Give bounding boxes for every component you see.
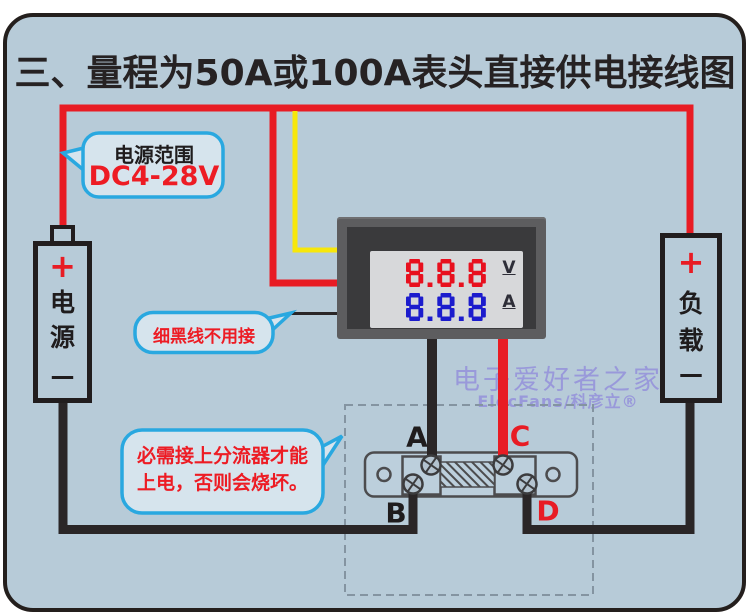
current-seven-segment-readout bbox=[406, 293, 488, 321]
panel-meter: V A bbox=[337, 217, 546, 339]
load-label-char2: 载 bbox=[678, 326, 704, 355]
shunt-resistive-element bbox=[439, 461, 496, 488]
wire-black-load-to-shunt-D bbox=[522, 400, 695, 534]
shunt-mount-hole-left bbox=[376, 466, 392, 483]
callout-shunt-warning-bubble bbox=[120, 428, 344, 515]
shunt-screws bbox=[402, 454, 538, 495]
source-plus-sign: + bbox=[49, 247, 76, 285]
source-label-char2: 源 bbox=[49, 323, 75, 352]
diagram-title: 三、量程为50A或100A表头直接供电接线图 bbox=[14, 53, 736, 94]
power-range-callout-value: DC4-28V bbox=[88, 161, 220, 192]
wire-black-source-to-shunt-B bbox=[58, 400, 418, 534]
watermark-line1: 电子爱好者之家 bbox=[453, 365, 663, 396]
load-label-char1: 负 bbox=[678, 289, 704, 318]
meter-bezel: V A bbox=[347, 227, 536, 329]
load-box: + 负 载 — bbox=[660, 233, 722, 403]
wire-yellow-voltage-sense bbox=[292, 111, 340, 253]
shunt-warning-callout-text: 必需接上分流器才能 上电，否则会烧坏。 bbox=[126, 443, 319, 497]
current-unit-label: A bbox=[502, 292, 516, 312]
callout-power-range-bubble bbox=[59, 131, 225, 199]
shunt-mount-hole-right bbox=[545, 466, 561, 483]
shunt-warning-line1: 必需接上分流器才能 bbox=[136, 445, 308, 467]
power-source-battery: + 电 源 — bbox=[33, 241, 92, 403]
wire-red-positive-bus bbox=[59, 104, 694, 237]
shunt-terminal-label-C: C bbox=[509, 419, 531, 453]
power-range-callout-title: 电源范围 bbox=[114, 143, 194, 167]
shunt-dashed-zone bbox=[344, 404, 594, 596]
voltage-unit-label: V bbox=[502, 258, 516, 278]
thin-wire-callout-text: 细黑线不用接 bbox=[153, 327, 255, 347]
shunt-terminal-label-D: D bbox=[536, 494, 560, 528]
wire-red-meter-supply bbox=[269, 110, 340, 287]
source-label-char1: 电 bbox=[49, 288, 75, 317]
callout-thin-wire-bubble bbox=[133, 309, 298, 355]
shunt-warning-line2: 上电，否则会烧坏。 bbox=[136, 472, 308, 494]
source-minus-sign: — bbox=[50, 362, 75, 390]
watermark-line2: ElecFans/科彦立® bbox=[477, 392, 639, 411]
shunt-terminal-label-B: B bbox=[385, 496, 407, 530]
voltage-seven-segment-readout bbox=[406, 259, 488, 287]
shunt-resistor bbox=[363, 451, 579, 498]
shunt-terminal-label-A: A bbox=[406, 420, 428, 454]
meter-display: V A bbox=[370, 251, 523, 328]
load-minus-sign: — bbox=[679, 360, 703, 388]
load-plus-sign: + bbox=[677, 243, 705, 281]
